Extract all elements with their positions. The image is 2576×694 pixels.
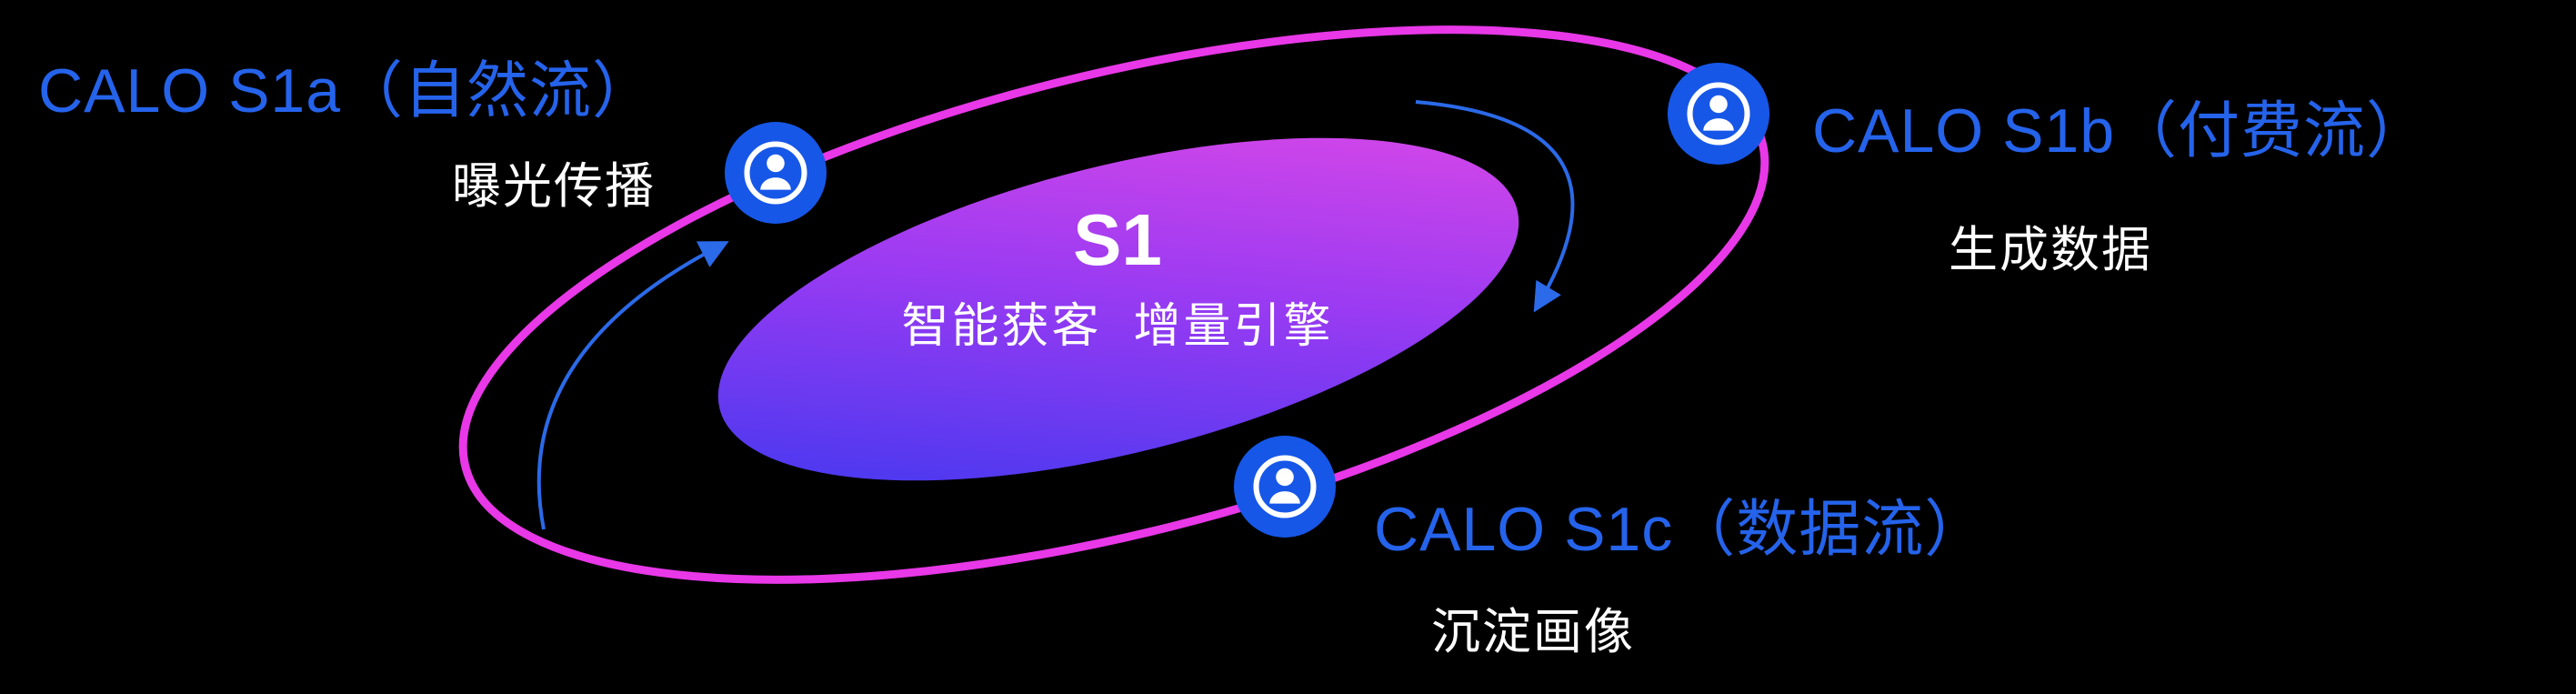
core-ellipse [717, 137, 1519, 481]
node-s1a-sublabel: 曝光传播 [452, 159, 656, 214]
center-label-group: S1 智能获客 增量引擎 [845, 202, 1390, 356]
node-s1b-sublabel: 生成数据 [1949, 223, 2152, 277]
flow-arrow-right [1415, 100, 1575, 313]
node-s1c-sublabel: 沉淀画像 [1431, 605, 1635, 659]
center-title: S1 [1073, 199, 1162, 280]
user-icon [725, 122, 827, 224]
node-s1b-label: CALO S1b（付费流） [1812, 96, 2430, 166]
user-icon [1234, 436, 1336, 538]
flow-arrow-left [536, 241, 729, 530]
node-s1b-badge [1668, 63, 1769, 165]
node-s1c-label: CALO S1c（数据流） [1374, 495, 1988, 564]
node-s1a-label: CALO S1a（自然流） [38, 56, 656, 126]
orbit-ellipse [458, 25, 1769, 584]
node-s1c-badge [1234, 436, 1336, 538]
node-s1a-badge [725, 122, 827, 224]
user-icon [1668, 63, 1769, 165]
center-subtitle: 智能获客 增量引擎 [901, 300, 1334, 353]
